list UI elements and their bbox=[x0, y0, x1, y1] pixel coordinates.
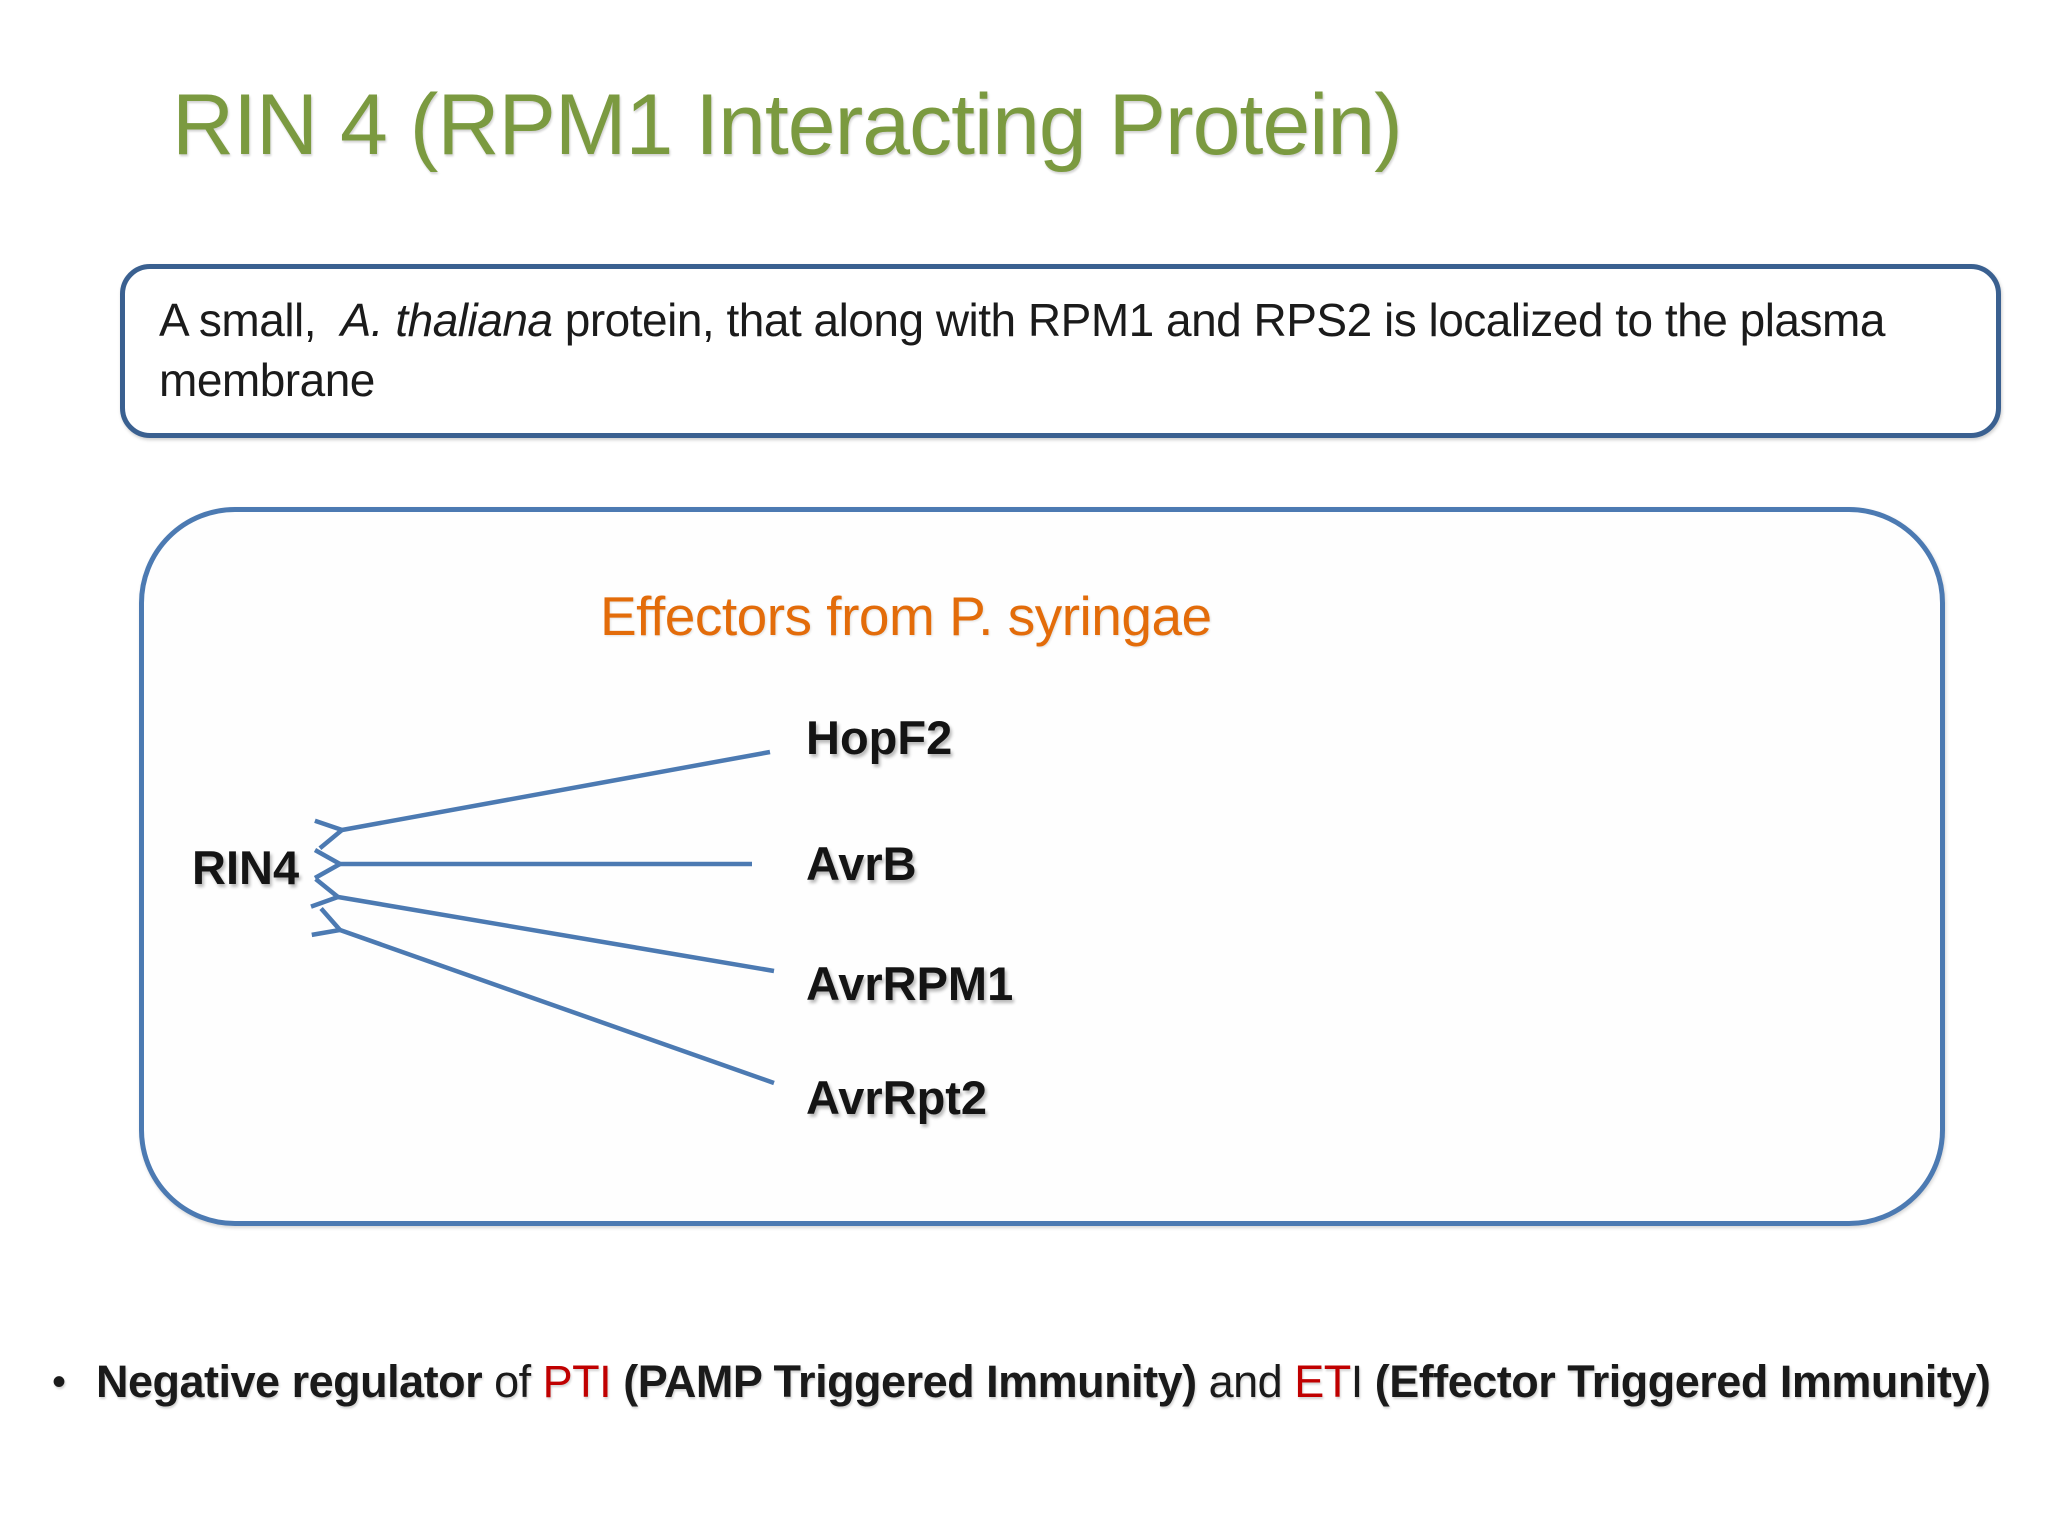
page-title: RIN 4 (RPM1 Interacting Protein) bbox=[172, 77, 1403, 173]
diagram-label-avrrpt2: AvrRpt2 bbox=[806, 1071, 988, 1124]
effectors-box bbox=[139, 507, 1945, 1226]
bullet-segment: I bbox=[1350, 1356, 1364, 1407]
diagram-label-hopf2: HopF2 bbox=[806, 711, 953, 764]
definition-text-species-italic: A. thaliana bbox=[340, 294, 553, 346]
diagram-label-avrrpm1: AvrRPM1 bbox=[806, 957, 1014, 1010]
definition-text-suffix: protein, that along with RPM1 and RPS2 i… bbox=[159, 294, 1885, 406]
bullet-marker: • bbox=[52, 1360, 66, 1404]
bullet-segment: ( bbox=[611, 1356, 638, 1407]
bullet-segment: ET bbox=[1294, 1356, 1351, 1407]
bullet-segment: Effector Triggered Immunity bbox=[1389, 1356, 1976, 1407]
bullet-segment: Negative regulator bbox=[96, 1356, 483, 1407]
definition-box: A small, A. thaliana protein, that along… bbox=[120, 264, 2001, 438]
bullet-segment: of bbox=[482, 1356, 543, 1407]
bullet-line: •Negative regulator of PTI (PAMP Trigger… bbox=[52, 1356, 2042, 1408]
bullet-segment: PTI bbox=[542, 1356, 612, 1407]
definition-text-prefix: A small, bbox=[159, 294, 341, 346]
diagram-label-rin4: RIN4 bbox=[192, 841, 300, 894]
bullet-segment: PAMP Triggered Immunity bbox=[637, 1356, 1183, 1407]
bullet-segment: ) bbox=[1975, 1356, 1991, 1407]
diagram-label-avrb: AvrB bbox=[806, 837, 917, 890]
bullet-text: Negative regulator of PTI (PAMP Triggere… bbox=[96, 1356, 1991, 1407]
effectors-heading: Effectors from P. syringae bbox=[600, 585, 1212, 647]
bullet-segment: and bbox=[1196, 1356, 1295, 1407]
bullet-segment: ) bbox=[1182, 1356, 1197, 1407]
bullet-segment: ( bbox=[1362, 1356, 1390, 1407]
